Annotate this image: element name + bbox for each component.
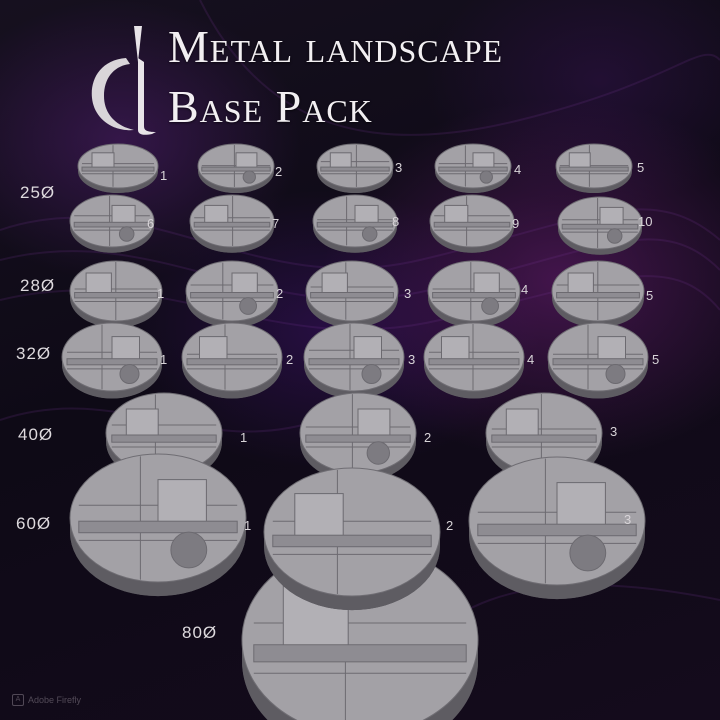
base-number: 4 <box>514 162 522 177</box>
base-number: 8 <box>392 214 400 229</box>
size-label-1: 28Ø <box>20 276 56 295</box>
base-1-0 <box>69 194 155 253</box>
base-number: 2 <box>424 430 432 445</box>
base-number: 1 <box>244 518 252 533</box>
adobe-icon: A <box>12 694 24 706</box>
title-line-2: Base Pack <box>168 81 373 132</box>
base-3-0 <box>61 322 163 399</box>
base-number: 3 <box>395 160 403 175</box>
base-1-4 <box>557 196 643 255</box>
base-1-3 <box>429 194 515 253</box>
base-0-3 <box>434 143 512 193</box>
size-label-4: 60Ø <box>16 514 52 533</box>
base-number: 4 <box>521 282 529 297</box>
size-label-2: 32Ø <box>16 344 52 363</box>
watermark: A Adobe Firefly <box>12 694 81 706</box>
base-0-1 <box>197 143 275 193</box>
base-number: 2 <box>275 164 283 179</box>
base-2-3 <box>427 260 521 328</box>
base-3-3 <box>423 322 525 399</box>
base-number: 7 <box>272 216 280 231</box>
base-number: 3 <box>610 424 618 439</box>
lc-monogram-icon <box>91 26 156 135</box>
size-label-5: 80Ø <box>182 623 218 642</box>
base-number: 5 <box>652 352 660 367</box>
base-0-2 <box>316 143 394 193</box>
base-number: 1 <box>240 430 248 445</box>
base-3-4 <box>547 322 649 399</box>
base-number: 9 <box>512 216 520 231</box>
base-number: 5 <box>646 288 654 303</box>
base-number: 1 <box>160 352 168 367</box>
base-2-2 <box>305 260 399 328</box>
base-2-4 <box>551 260 645 328</box>
title-line-1: Metal landscape <box>168 21 504 72</box>
base-3-1 <box>181 322 283 399</box>
size-label-0: 25Ø <box>20 183 56 202</box>
base-number: 3 <box>408 352 416 367</box>
base-2-1 <box>185 260 279 328</box>
base-number: 10 <box>638 214 653 229</box>
base-5-2 <box>468 456 646 600</box>
base-number: 3 <box>404 286 412 301</box>
base-number: 5 <box>637 160 645 175</box>
base-5-0 <box>69 453 247 597</box>
base-3-2 <box>303 322 405 399</box>
base-1-1 <box>189 194 275 253</box>
base-0-0 <box>77 143 159 193</box>
base-number: 2 <box>446 518 454 533</box>
base-number: 2 <box>286 352 294 367</box>
base-number: 4 <box>527 352 535 367</box>
base-number: 1 <box>157 286 165 301</box>
base-0-4 <box>555 143 633 193</box>
base-5-1 <box>263 467 441 611</box>
base-number: 6 <box>147 216 155 231</box>
base-2-0 <box>69 260 163 328</box>
watermark-text: Adobe Firefly <box>28 695 82 705</box>
base-1-2 <box>312 194 398 253</box>
base-number: 3 <box>624 512 632 527</box>
base-number: 2 <box>276 286 284 301</box>
base-number: 1 <box>160 168 168 183</box>
size-label-3: 40Ø <box>18 425 54 444</box>
